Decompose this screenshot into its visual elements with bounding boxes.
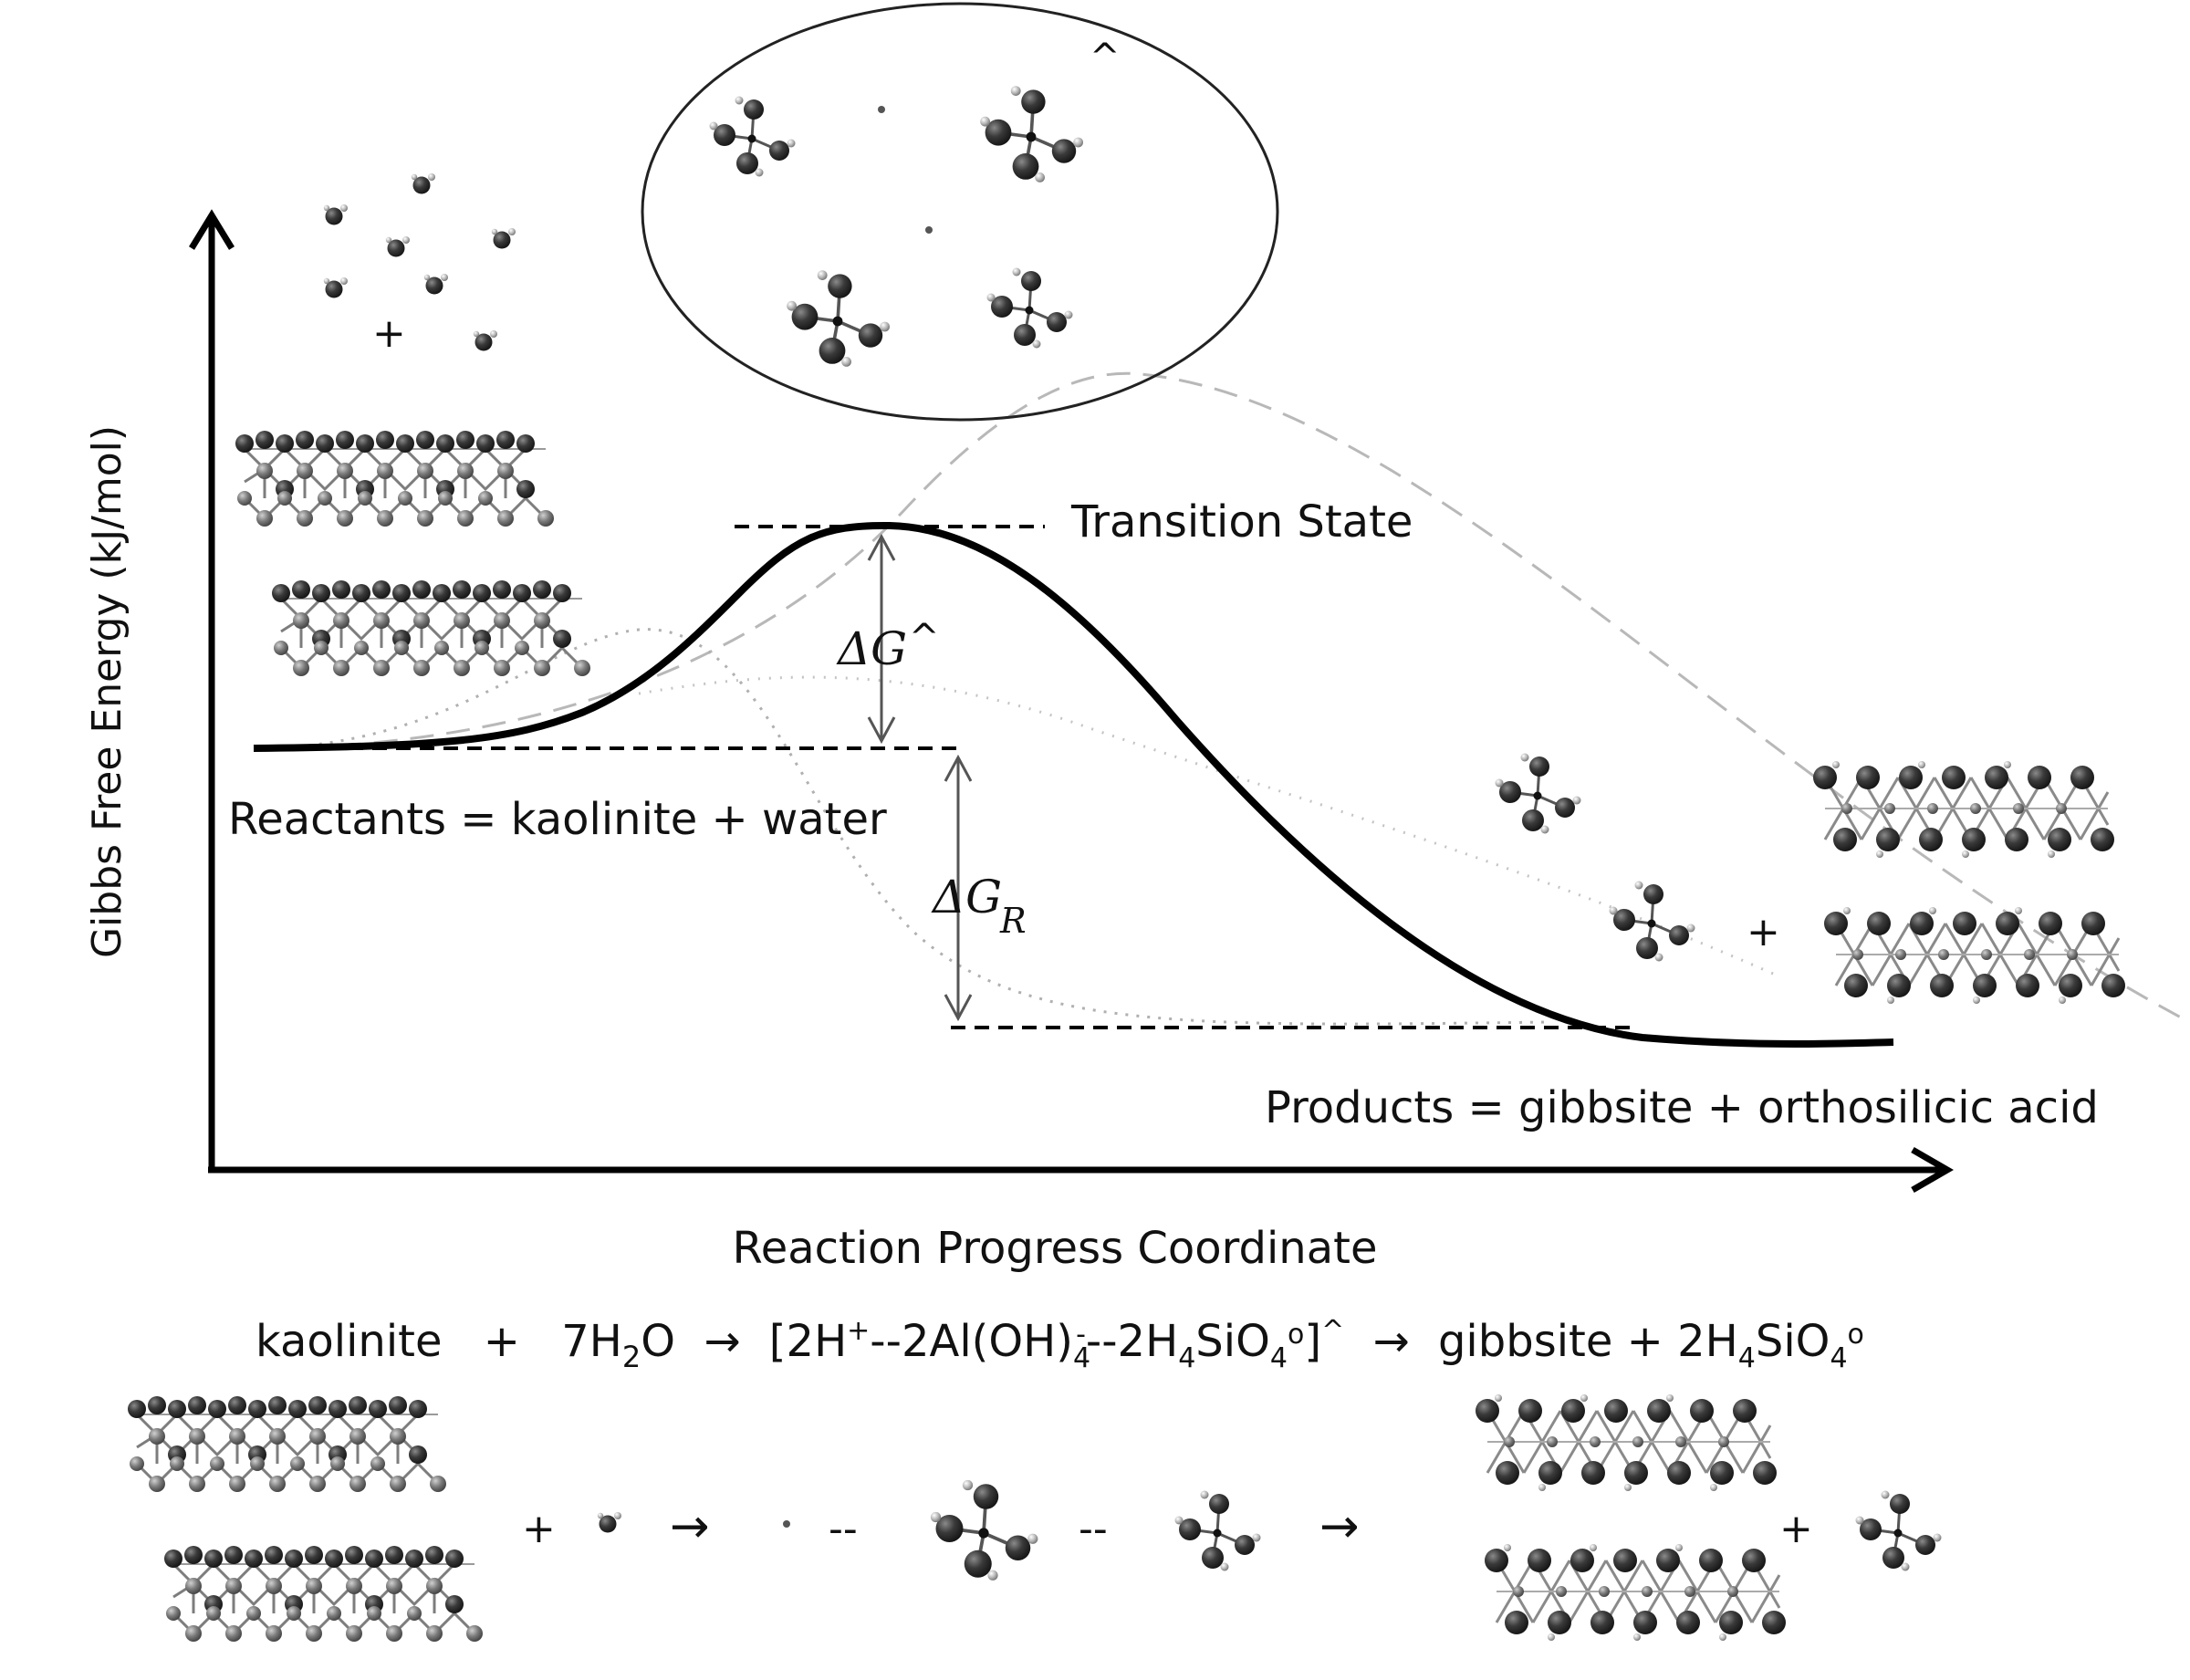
- scheme-arrow-2: →: [1319, 1499, 1360, 1554]
- y-axis-label: Gibbs Free Energy (kJ/mol): [84, 425, 130, 958]
- scheme-proton: [783, 1520, 790, 1528]
- product-plus-sign: +: [1747, 909, 1780, 955]
- scheme-dash-2: --: [1079, 1506, 1108, 1552]
- scheme-silicic-acid: [1173, 1489, 1262, 1572]
- gibbsite-structure-right: [1811, 759, 2127, 1006]
- scheme-arrow-1: →: [670, 1499, 710, 1554]
- transition-state-label: Transition State: [1070, 496, 1413, 548]
- activation-energy-label: ΔG: [836, 622, 907, 675]
- scheme-water: [597, 1512, 621, 1533]
- dashed-energy-curve: [264, 371, 2182, 1019]
- reactant-plus-sign: +: [372, 310, 406, 357]
- cluster-marker: ^: [1090, 37, 1121, 78]
- reaction-energy-arrow: [944, 754, 973, 1022]
- scheme-product-silicic-acid: [1854, 1489, 1943, 1572]
- scheme-plus-1: +: [522, 1506, 556, 1552]
- reactant-water-molecules: [323, 173, 516, 351]
- scheme-dash-1: --: [829, 1506, 858, 1552]
- reactants-label: Reactants = kaolinite + water: [228, 794, 887, 845]
- activation-energy-superscript: ^: [909, 617, 940, 659]
- activated-complex-bubble: [641, 2, 1279, 422]
- reaction-energy-subscript: R: [999, 901, 1027, 941]
- dotted-energy-curve: [264, 628, 1552, 1026]
- scheme-aluminate: [929, 1478, 1040, 1582]
- reaction-energy-label: ΔG: [931, 871, 1002, 923]
- x-axis: [208, 1146, 1954, 1194]
- products-label: Products = gibbsite + orthosilicic acid: [1265, 1082, 2099, 1133]
- activation-energy-arrow: [867, 533, 896, 745]
- x-axis-label: Reaction Progress Coordinate: [733, 1223, 1378, 1274]
- kaolinite-structure-top: [234, 429, 592, 678]
- y-axis: [189, 209, 235, 1170]
- kaolinite-structure-bottom: [126, 1394, 485, 1643]
- activated-complex-molecules: [708, 84, 1085, 369]
- scheme-plus-2: +: [1779, 1506, 1813, 1552]
- reaction-equation: kaolinite + 7H2O → [2H+--2Al(OH)4---2H4S…: [256, 1299, 1864, 1374]
- gibbsite-structure-bottom: [1474, 1393, 1788, 1643]
- reaction-energy-curve: [253, 521, 1894, 1048]
- orthosilicic-acid-molecules: [1494, 752, 1696, 963]
